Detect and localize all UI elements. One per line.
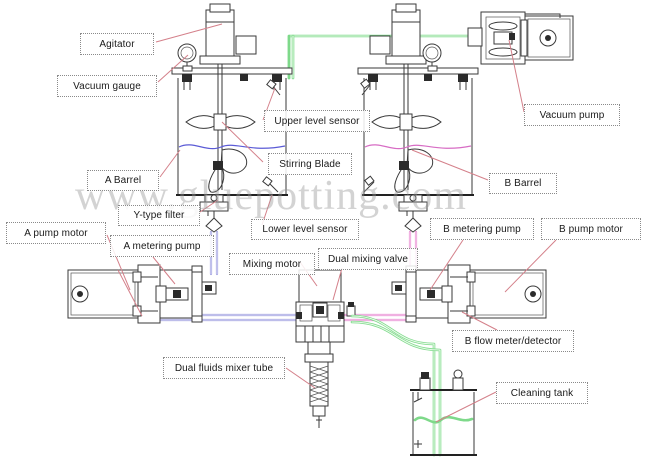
b-fluid-line bbox=[343, 230, 418, 322]
a-pump-assembly bbox=[67, 264, 217, 324]
label-vacuum-pump: Vacuum pump bbox=[524, 104, 620, 126]
label-vacuum-gauge: Vacuum gauge bbox=[57, 75, 157, 97]
label-dual-mixing-valve: Dual mixing valve bbox=[318, 248, 418, 270]
label-mixing-motor: Mixing motor bbox=[229, 253, 315, 275]
label-a-barrel: A Barrel bbox=[87, 170, 159, 191]
label-stirring-blade: Stirring Blade bbox=[268, 153, 352, 175]
label-a-metering-pump: A metering pump bbox=[110, 235, 214, 257]
label-upper-level-sensor: Upper level sensor bbox=[264, 110, 370, 132]
b-pump-assembly bbox=[391, 264, 547, 324]
label-b-pump-motor: B pump motor bbox=[541, 218, 641, 240]
label-b-barrel: B Barrel bbox=[489, 173, 557, 194]
label-y-type-filter: Y-type filter bbox=[118, 205, 200, 226]
vacuum-pump-unit bbox=[467, 11, 574, 65]
label-agitator: Agitator bbox=[80, 33, 154, 55]
a-barrel-vessel bbox=[171, 3, 293, 233]
label-a-pump-motor: A pump motor bbox=[6, 222, 106, 244]
label-cleaning-tank: Cleaning tank bbox=[496, 382, 588, 404]
label-b-flow-meter: B flow meter/detector bbox=[452, 330, 574, 352]
mix-valve-head bbox=[295, 269, 356, 428]
label-lower-level-sensor: Lower level sensor bbox=[251, 219, 359, 240]
label-dual-fluids-mixer: Dual fluids mixer tube bbox=[163, 357, 285, 379]
cleaning-tank-unit bbox=[410, 369, 477, 456]
b-barrel-vessel bbox=[357, 3, 479, 233]
cleaning-line bbox=[350, 314, 442, 457]
label-b-metering-pump: B metering pump bbox=[430, 218, 534, 240]
